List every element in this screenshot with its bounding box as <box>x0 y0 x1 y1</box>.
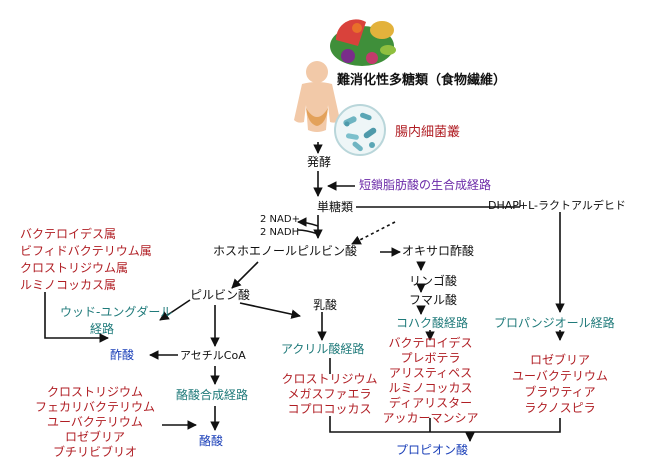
butyrate-producers-list: クロストリジウム フェカリバクテリウム ユーバクテリウム ロゼブリア ブチリビブ… <box>30 385 160 460</box>
microbiota-label: 腸内細菌叢 <box>395 125 461 140</box>
list-item: ルミノコッカス <box>388 381 473 395</box>
butyrate-label: 酪酸 <box>199 434 224 448</box>
list-item: ルミノコッカス属 <box>20 278 117 292</box>
fumarate-label: フマル酸 <box>409 293 458 307</box>
acetyl-coa-label: アセチルCoA <box>180 349 246 362</box>
list-item: ブチリビブリオ <box>52 445 137 459</box>
acrylate-pathway-label: アクリル酸経路 <box>281 342 365 356</box>
propanediol-producers-list: ロゼブリア ユーバクテリウム ブラウティア ラクノスピラ <box>505 352 615 416</box>
nadh-label: 2 NADH <box>260 227 300 238</box>
fermentation-label: 発酵 <box>307 155 332 169</box>
list-item: クロストリジウム <box>46 385 143 399</box>
list-item: ロゼブリア <box>529 353 590 367</box>
list-item: バクテロイデス属 <box>20 227 117 241</box>
list-item: ビフィドバクテリウム属 <box>20 244 152 258</box>
monosaccharide-label: 単糖類 <box>317 200 354 214</box>
list-item: クロストリジウム <box>281 372 378 386</box>
acetate-label: 酢酸 <box>110 348 135 362</box>
propionate-label: プロピオン酸 <box>396 443 469 457</box>
pep-label: ホスホエノールピルビン酸 <box>213 244 358 258</box>
wood-ljungdahl-label: ウッド-ユングダール 経路 <box>60 304 172 338</box>
bacteria-icon <box>334 104 386 156</box>
butyrate-pathway-label: 酪酸合成経路 <box>176 388 249 402</box>
fiber-label: 難消化性多糖類（食物繊維） <box>337 73 507 88</box>
oxaloacetate-label: オキサロ酢酸 <box>402 244 475 258</box>
dhap-label: DHAP+L-ラクトアルデヒド <box>488 199 626 212</box>
list-item: ディアリスター <box>388 396 473 410</box>
list-item: クロストリジウム属 <box>20 261 129 275</box>
list-item: アリスティペス <box>388 366 473 380</box>
list-item: バクテロイデス <box>388 336 473 350</box>
flow-arrows <box>44 142 565 442</box>
list-item: フェカリバクテリウム <box>34 400 155 414</box>
list-item: アッカーマンシア <box>382 411 479 425</box>
list-item: ユーバクテリウム <box>47 415 143 429</box>
dhap-to-pep-arrow <box>351 221 396 245</box>
list-item: ブラウティア <box>524 385 596 399</box>
pyruvate-label: ピルビン酸 <box>190 288 251 302</box>
nad-label: 2 NAD+ <box>260 214 300 225</box>
acetate-producers-list: バクテロイデス属 ビフィドバクテリウム属 クロストリジウム属 ルミノコッカス属 <box>20 226 152 294</box>
malate-label: リンゴ酸 <box>409 274 458 288</box>
lactate-label: 乳酸 <box>313 298 338 312</box>
food-icon <box>330 19 396 66</box>
wood-ljungdahl-line-2: 経路 <box>90 322 115 336</box>
acrylate-producers-list: クロストリジウム メガスファエラ コプロコッカス <box>272 372 387 417</box>
succinate-pathway-label: コハク酸経路 <box>396 316 469 330</box>
list-item: プレボテラ <box>400 351 461 365</box>
human-body-icon <box>294 61 340 132</box>
wood-ljungdahl-line-1: ウッド-ユングダール <box>60 305 173 319</box>
list-item: メガスファエラ <box>287 387 372 401</box>
scfa-pathway-label: 短鎖脂肪酸の生合成経路 <box>359 178 492 192</box>
list-item: コプロコッカス <box>287 402 372 416</box>
list-item: ロゼブリア <box>64 430 125 444</box>
list-item: ユーバクテリウム <box>512 369 608 383</box>
list-item: ラクノスピラ <box>524 401 596 415</box>
succinate-producers-list: バクテロイデス プレボテラ アリスティペス ルミノコッカス ディアリスター アッ… <box>368 336 493 426</box>
propanediol-pathway-label: プロパンジオール経路 <box>494 316 615 330</box>
